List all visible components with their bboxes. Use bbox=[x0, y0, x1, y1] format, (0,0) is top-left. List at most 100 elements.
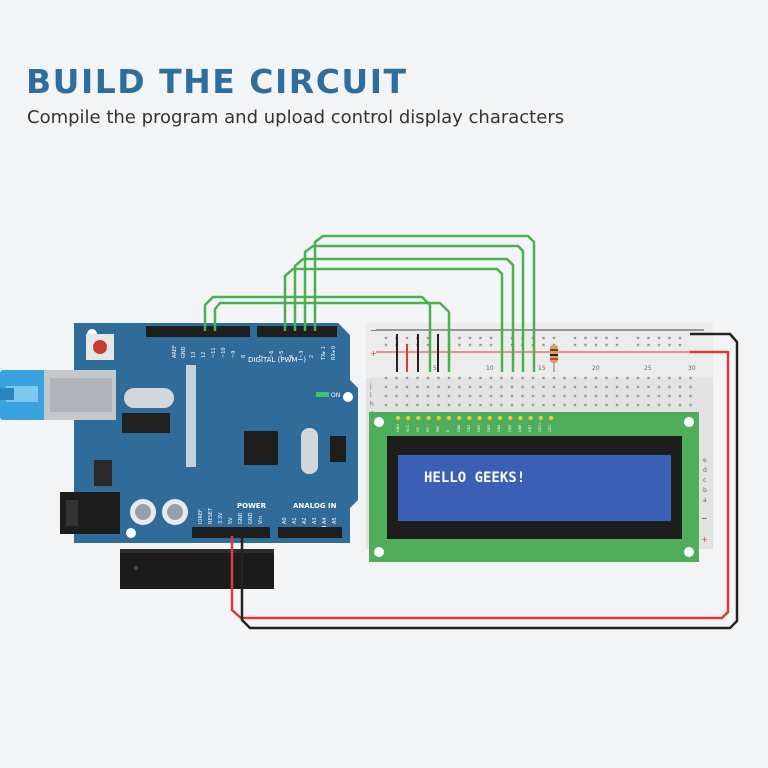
breadboard-hole bbox=[563, 376, 566, 380]
breadboard-hole bbox=[647, 343, 650, 347]
breadboard-hole bbox=[678, 385, 682, 389]
lcd-pin bbox=[487, 415, 492, 421]
lcd-text: HELLO GEEKS! bbox=[424, 470, 525, 486]
column-number: 5 bbox=[433, 365, 437, 372]
lcd-pin bbox=[426, 415, 431, 421]
breadboard-hole bbox=[657, 376, 661, 380]
power-pin-label: 3.3V bbox=[218, 512, 224, 524]
breadboard-hole bbox=[573, 336, 577, 340]
breadboard-hole bbox=[384, 376, 388, 380]
breadboard-hole bbox=[437, 403, 440, 407]
breadboard-hole bbox=[447, 394, 451, 398]
aref-pin-label: AREF bbox=[172, 345, 178, 358]
breadboard-hole bbox=[468, 336, 472, 340]
breadboard-hole bbox=[689, 403, 692, 407]
breadboard-hole bbox=[384, 385, 388, 389]
lcd-pin bbox=[395, 415, 401, 421]
breadboard-hole bbox=[542, 336, 545, 340]
breadboard-hole bbox=[636, 403, 640, 407]
breadboard-hole bbox=[552, 394, 556, 398]
breadboard-hole bbox=[489, 343, 493, 347]
breadboard-hole bbox=[584, 343, 587, 347]
breadboard-hole bbox=[552, 376, 556, 380]
column-number: 25 bbox=[644, 365, 652, 372]
breadboard-hole bbox=[479, 403, 482, 407]
breadboard-hole bbox=[615, 343, 619, 347]
breadboard-hole bbox=[678, 336, 682, 340]
breadboard-hole bbox=[573, 394, 577, 398]
digital-pin-label: 7 bbox=[259, 355, 265, 358]
lcd-pin-label: V0 bbox=[416, 427, 420, 432]
usb-cable bbox=[0, 370, 46, 420]
breadboard-hole bbox=[584, 394, 587, 398]
breadboard-hole bbox=[458, 385, 461, 389]
breadboard-column-numbers: 5 10 15 20 25 30 bbox=[433, 365, 696, 372]
breadboard-hole bbox=[405, 394, 409, 398]
lcd-pin bbox=[446, 415, 452, 421]
breadboard-hole bbox=[500, 385, 503, 389]
rail-plus-label: + bbox=[370, 349, 377, 358]
breadboard-hole bbox=[531, 403, 535, 407]
breadboard-hole bbox=[563, 403, 566, 407]
breadboard-hole bbox=[510, 394, 514, 398]
gnd-pin-label: GND bbox=[181, 346, 187, 358]
row-letter: a bbox=[703, 497, 707, 504]
breadboard-hole bbox=[531, 376, 535, 380]
lcd-pin bbox=[548, 415, 554, 421]
breadboard-hole bbox=[384, 403, 388, 407]
lcd-pin-header bbox=[395, 415, 554, 421]
breadboard-hole bbox=[605, 403, 608, 407]
breadboard-hole bbox=[657, 394, 661, 398]
power-pin-label: GND bbox=[248, 512, 254, 524]
breadboard-hole bbox=[668, 385, 671, 389]
breadboard-hole bbox=[542, 403, 545, 407]
breadboard-hole bbox=[384, 343, 388, 347]
breadboard-hole bbox=[468, 394, 472, 398]
breadboard-hole bbox=[552, 403, 556, 407]
breadboard-hole bbox=[573, 376, 577, 380]
digital-pin-label: ~10 bbox=[221, 347, 227, 358]
breadboard-hole bbox=[479, 394, 482, 398]
breadboard-hole bbox=[426, 394, 430, 398]
digital-pin-labels: AREF GND 13 12 ~11 ~10 ~9 8 7 ~6 ~5 4 ~3… bbox=[172, 345, 337, 361]
breadboard-hole bbox=[647, 403, 650, 407]
breadboard-hole bbox=[636, 336, 640, 340]
analog-pin-labels: A0 A1 A2 A3 A4 A5 bbox=[282, 517, 338, 524]
breadboard-hole bbox=[395, 403, 398, 407]
breadboard-hole bbox=[416, 394, 419, 398]
lcd-pin-label: RS bbox=[426, 427, 430, 432]
breadboard-hole bbox=[615, 403, 619, 407]
arduino-board: ON DIGITAL (PWM~) POWER ANALOG IN AREF G… bbox=[44, 323, 358, 543]
breadboard-hole bbox=[479, 343, 482, 347]
breadboard-hole bbox=[426, 336, 430, 340]
breadboard-hole bbox=[510, 376, 514, 380]
breadboard-hole bbox=[458, 403, 461, 407]
analog-pin-label: A1 bbox=[292, 517, 298, 524]
breadboard-hole bbox=[384, 336, 388, 340]
power-pin-label: Vin bbox=[258, 516, 264, 524]
breadboard-hole bbox=[584, 385, 587, 389]
lcd-pin bbox=[467, 415, 472, 421]
dip-chip bbox=[120, 549, 274, 589]
breadboard-hole bbox=[636, 394, 640, 398]
breadboard-hole bbox=[521, 385, 524, 389]
breadboard-hole bbox=[426, 385, 430, 389]
lcd-pin bbox=[518, 415, 523, 421]
breadboard-hole bbox=[521, 394, 524, 398]
breadboard-hole bbox=[542, 343, 545, 347]
breadboard-hole bbox=[437, 394, 440, 398]
breadboard-hole bbox=[468, 343, 472, 347]
lcd-pin bbox=[477, 415, 482, 421]
breadboard-hole bbox=[594, 385, 598, 389]
breadboard-hole bbox=[573, 403, 577, 407]
breadboard-hole bbox=[689, 376, 692, 380]
breadboard-hole bbox=[489, 403, 493, 407]
breadboard-hole bbox=[584, 376, 587, 380]
breadboard-hole bbox=[626, 403, 629, 407]
breadboard-hole bbox=[626, 385, 629, 389]
breadboard-hole bbox=[542, 385, 545, 389]
breadboard-hole bbox=[510, 403, 514, 407]
lcd-pin bbox=[416, 415, 421, 421]
